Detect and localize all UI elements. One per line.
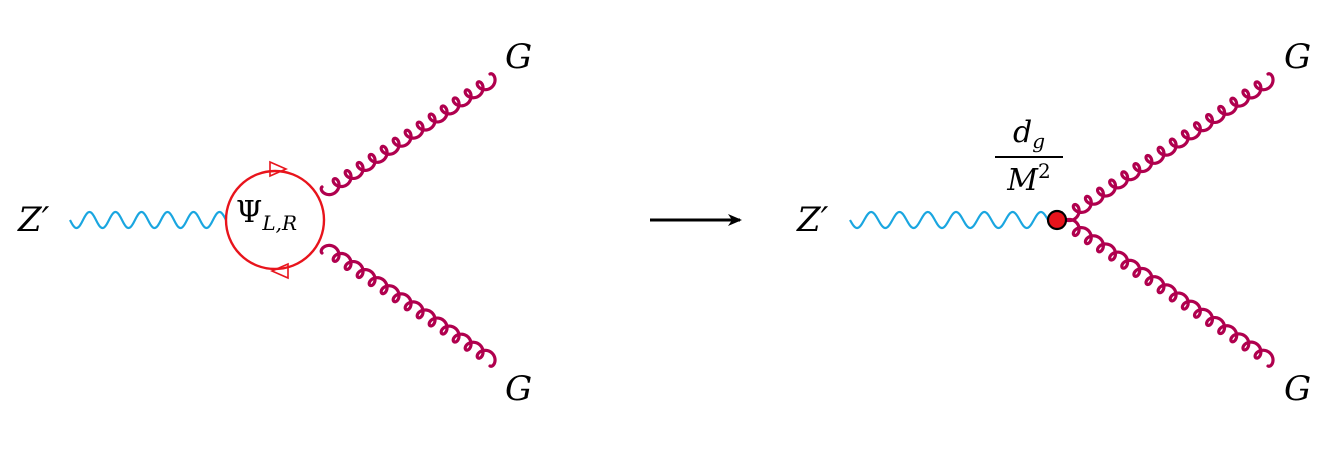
gluon-label-top-right: G bbox=[1284, 37, 1312, 77]
gluon-line-bottom bbox=[319, 243, 497, 368]
loop-arrow-bottom-icon bbox=[270, 262, 289, 280]
coupling-constant-fraction: dg M2 bbox=[989, 116, 1069, 197]
left-diagram bbox=[69, 72, 497, 368]
loop-arrow-top-icon bbox=[269, 160, 288, 178]
gluon-label-bottom-left: G bbox=[505, 369, 533, 409]
coupling-numerator: dg bbox=[1012, 115, 1046, 153]
z-prime-photon-line-effective bbox=[849, 210, 1049, 230]
right-diagram bbox=[849, 72, 1275, 368]
z-prime-label-left: Z′ bbox=[18, 200, 50, 240]
fermion-loop-label: ΨL,R bbox=[236, 195, 298, 235]
z-prime-photon-line bbox=[69, 210, 227, 230]
gluon-label-bottom-right: G bbox=[1284, 369, 1312, 409]
gluon-line-top-effective bbox=[1059, 72, 1275, 223]
coupling-denominator: M2 bbox=[1007, 159, 1051, 198]
psi-subscript: L,R bbox=[262, 211, 298, 235]
z-prime-label-right: Z′ bbox=[797, 200, 829, 240]
gluon-label-top-left: G bbox=[505, 37, 533, 77]
psi-symbol: Ψ bbox=[236, 195, 263, 230]
gluon-line-top bbox=[319, 72, 497, 197]
fraction-bar bbox=[995, 156, 1063, 158]
effective-vertex-dot bbox=[1046, 209, 1068, 231]
gluon-line-bottom-effective bbox=[1059, 217, 1275, 368]
